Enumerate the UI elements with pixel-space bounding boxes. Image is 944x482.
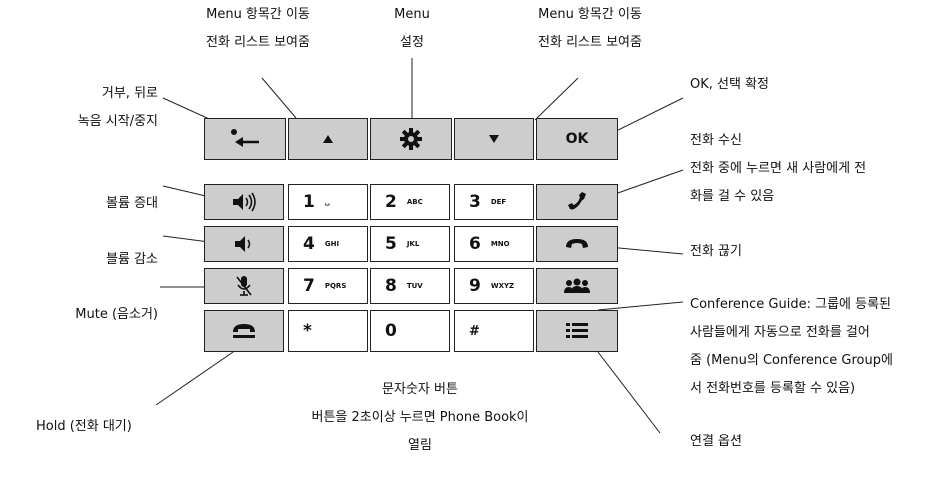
key-6-digit: 6 <box>469 234 481 254</box>
label-volume-down: 블륨 감소 <box>106 252 158 267</box>
down-button[interactable] <box>454 118 534 160</box>
label-conference: Conference Guide: 그룹에 등록된 사람들에게 자동으로 전화를… <box>690 291 893 403</box>
key-6-letters: MNO <box>490 240 510 248</box>
up-button[interactable] <box>288 118 368 160</box>
label-menu-down-line1: Menu 항목간 이동 <box>538 7 642 22</box>
key-9-digit: 9 <box>469 276 481 296</box>
label-answer-line1: 전화 수신 <box>690 133 742 148</box>
back-arrow-icon <box>231 129 259 147</box>
label-menu-settings-line2: 설정 <box>400 35 424 50</box>
key-7[interactable]: 7 PQRS <box>288 268 368 304</box>
key-7-letters: PQRS <box>324 282 347 290</box>
hold-icon <box>233 324 255 338</box>
down-triangle-icon <box>489 135 499 143</box>
key-1-letters: ␣ <box>324 198 330 206</box>
ok-button[interactable]: OK <box>536 118 618 160</box>
key-3-digit: 3 <box>469 192 481 212</box>
label-numeric-line2: 버튼을 2초이상 누르면 Phone Book이 <box>311 410 529 425</box>
hold-button[interactable] <box>204 310 284 352</box>
label-conference-line2: 사람들에게 자동으로 전화를 걸어 <box>690 325 870 340</box>
connection-options-button[interactable] <box>536 310 618 352</box>
key-2-digit: 2 <box>385 192 397 212</box>
key-0[interactable]: 0 <box>370 310 450 352</box>
gear-icon <box>400 128 422 150</box>
key-4-letters: GHI <box>324 240 340 248</box>
list-options-icon <box>566 323 588 338</box>
key-8-digit: 8 <box>385 276 397 296</box>
conference-icon <box>564 278 590 293</box>
label-volume-up: 볼륨 증대 <box>106 196 158 211</box>
settings-button[interactable] <box>370 118 452 160</box>
label-conference-line1: Conference Guide: 그룹에 등록된 <box>690 297 891 312</box>
key-2-letters: ABC <box>406 198 423 206</box>
key-7-digit: 7 <box>303 276 315 296</box>
label-answer-line3: 화를 걸 수 있음 <box>690 189 775 204</box>
key-hash[interactable]: # <box>454 310 534 352</box>
label-menu-up-line2: 전화 리스트 보여줌 <box>206 35 310 50</box>
key-2[interactable]: 2 ABC <box>370 184 450 220</box>
mute-button[interactable] <box>204 268 284 304</box>
label-conference-line4: 서 전화번호를 등록할 수 있음) <box>690 381 856 396</box>
key-star[interactable]: * <box>288 310 368 352</box>
key-5-digit: 5 <box>385 234 397 254</box>
label-reject-line1: 거부, 뒤로 <box>101 86 158 101</box>
key-8-letters: TUV <box>406 282 423 290</box>
up-triangle-icon <box>323 135 333 143</box>
key-3-letters: DEF <box>490 198 507 206</box>
key-9-letters: WXYZ <box>490 282 515 290</box>
label-hangup: 전화 끊기 <box>690 244 742 259</box>
label-reject-line2: 녹음 시작/중지 <box>77 114 158 129</box>
label-ok: OK, 선택 확정 <box>690 77 769 92</box>
key-1[interactable]: 1 ␣ <box>288 184 368 220</box>
label-numeric-line3: 열림 <box>408 438 432 453</box>
label-menu-up-line1: Menu 항목간 이동 <box>206 7 310 22</box>
label-connection: 연결 옵션 <box>690 434 742 449</box>
ok-label: OK <box>565 131 589 147</box>
volume-up-icon <box>233 192 256 212</box>
label-menu-up: Menu 항목간 이동 전화 리스트 보여줌 <box>163 1 353 57</box>
key-hash-digit: # <box>469 323 480 339</box>
label-reject: 거부, 뒤로 녹음 시작/중지 <box>0 80 158 136</box>
label-answer: 전화 수신 전화 중에 누르면 새 사람에게 전 화를 걸 수 있음 <box>690 127 866 211</box>
key-star-digit: * <box>303 321 312 341</box>
label-mute: Mute (음소거) <box>75 307 158 322</box>
phone-answer-icon <box>568 192 586 210</box>
label-menu-settings: Menu 설정 <box>372 1 452 57</box>
key-4[interactable]: 4 GHI <box>288 226 368 262</box>
conference-button[interactable] <box>536 268 618 304</box>
key-4-digit: 4 <box>303 234 315 254</box>
back-button[interactable] <box>204 118 286 160</box>
mic-mute-icon <box>236 276 252 296</box>
label-menu-settings-line1: Menu <box>394 7 430 22</box>
key-1-digit: 1 <box>303 192 315 212</box>
key-5-letters: JKL <box>406 240 420 248</box>
label-menu-down: Menu 항목간 이동 전화 리스트 보여줌 <box>490 1 690 57</box>
volume-down-button[interactable] <box>204 226 284 262</box>
label-numeric: 문자숫자 버튼 버튼을 2초이상 누르면 Phone Book이 열림 <box>280 376 560 460</box>
label-numeric-line1: 문자숫자 버튼 <box>382 382 458 397</box>
volume-down-icon <box>235 236 251 252</box>
hangup-button[interactable] <box>536 226 618 262</box>
phone-hangup-icon <box>566 239 588 248</box>
key-3[interactable]: 3 DEF <box>454 184 534 220</box>
label-conference-line3: 줌 (Menu의 Conference Group에 <box>690 353 893 368</box>
label-hold: Hold (전화 대기) <box>36 419 132 434</box>
label-menu-down-line2: 전화 리스트 보여줌 <box>538 35 642 50</box>
key-9[interactable]: 9 WXYZ <box>454 268 534 304</box>
key-0-digit: 0 <box>385 321 397 341</box>
key-6[interactable]: 6 MNO <box>454 226 534 262</box>
label-answer-line2: 전화 중에 누르면 새 사람에게 전 <box>690 161 867 176</box>
key-8[interactable]: 8 TUV <box>370 268 450 304</box>
key-5[interactable]: 5 JKL <box>370 226 450 262</box>
volume-up-button[interactable] <box>204 184 284 220</box>
answer-button[interactable] <box>536 184 618 220</box>
